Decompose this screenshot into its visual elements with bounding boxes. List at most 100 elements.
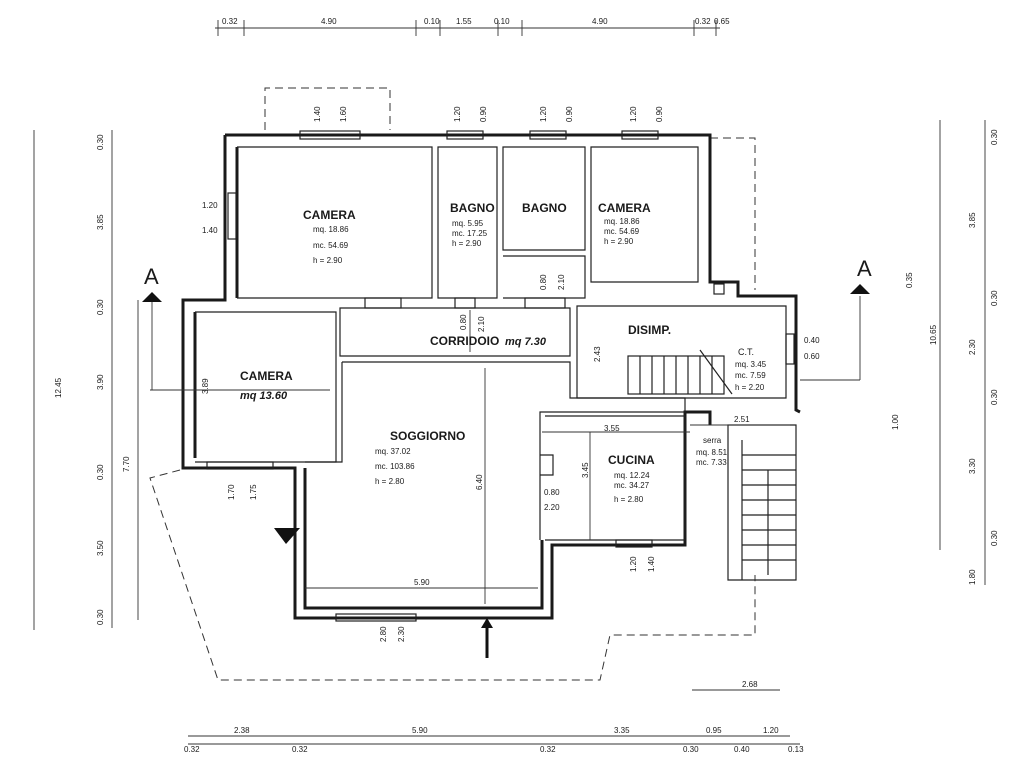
bottom-upper-dim-1: 2.38: [234, 726, 250, 735]
top-dim-3: 0.10: [424, 17, 440, 26]
room-ct-name: C.T.: [738, 347, 754, 357]
left-mid-dim-1: 7.70: [122, 456, 131, 472]
room-disimp-name: DISIMP.: [628, 323, 671, 337]
windows: [206, 130, 795, 622]
interior-dim-12: 1.70: [227, 484, 236, 500]
interior-dim-23: 1.00: [891, 414, 900, 430]
room-camera-1-area: mq. 18.86: [313, 225, 349, 234]
room-camera-1-name: CAMERA: [303, 208, 356, 222]
room-corridoio-name: CORRIDOIO: [430, 334, 499, 348]
interior-dim-13: 1.75: [249, 484, 258, 500]
room-camera-2-area: mq. 18.86: [604, 217, 640, 226]
interior-stairs: [627, 349, 733, 395]
window-dim-1: 1.40: [313, 106, 322, 122]
top-dim-6: 4.90: [592, 17, 608, 26]
terrace-outline-lower: [149, 469, 756, 681]
room-soggiorno-area: mq. 37.02: [375, 447, 411, 456]
room-cucina-area: mq. 12.24: [614, 471, 650, 480]
room-cucina-height: h = 2.80: [614, 495, 644, 504]
right-inner-dim-8: 1.80: [968, 569, 977, 585]
interior-dim-3: 0.80: [459, 314, 468, 330]
bottom-lower-dim-2: 0.32: [292, 745, 308, 754]
room-corridoio-area: mq 7.30: [505, 336, 547, 348]
section-marker-left: [142, 292, 162, 302]
top-dim-2: 4.90: [321, 17, 337, 26]
room-camera-1-height: h = 2.90: [313, 256, 343, 265]
room-cucina-volume: mc. 34.27: [614, 481, 650, 490]
interior-dim-5: 0.80: [539, 274, 548, 290]
interior-dim-17: 6.40: [475, 474, 484, 490]
bottom-lower-dim-3: 0.32: [540, 745, 556, 754]
room-serra-area: mq. 8.51: [696, 448, 728, 457]
right-inner-dim-3: 0.30: [990, 290, 999, 306]
exterior-stairs: [741, 440, 796, 580]
interior-dim-11: 3.89: [201, 378, 210, 394]
left-inner-dim-2: 3.85: [96, 214, 105, 230]
interior-dim-19: 2.20: [544, 503, 560, 512]
room-cucina-name: CUCINA: [608, 453, 655, 467]
window-dim-4: 0.90: [479, 106, 488, 122]
right-inner-dim-4: 2.30: [968, 339, 977, 355]
bottom-upper-dim-3: 3.35: [614, 726, 630, 735]
room-camera-3-area: mq 13.60: [240, 390, 288, 402]
interior-dim-2: 1.40: [202, 226, 218, 235]
interior-dim-21: 3.45: [581, 462, 590, 478]
interior-dim-6: 2.10: [557, 274, 566, 290]
right-inner-dim-7: 0.30: [990, 530, 999, 546]
room-ct-height: h = 2.20: [735, 383, 765, 392]
left-outer-dim-1: 12.45: [54, 377, 63, 398]
room-bagno-1-area: mq. 5.95: [452, 219, 484, 228]
bottom-lower-dim-6: 0.13: [788, 745, 804, 754]
left-inner-dim-1: 0.30: [96, 134, 105, 150]
room-soggiorno-height: h = 2.80: [375, 477, 405, 486]
left-inner-dim-7: 0.30: [96, 609, 105, 625]
room-camera-3-name: CAMERA: [240, 369, 293, 383]
left-inner-dim-5: 0.30: [96, 464, 105, 480]
bottom-upper-dim-2: 5.90: [412, 726, 428, 735]
bottom-upper-dim-5: 1.20: [763, 726, 779, 735]
internal-dimension-lines: [150, 296, 861, 691]
section-marker-right: [850, 284, 870, 294]
room-ct-volume: mc. 7.59: [735, 371, 766, 380]
interior-dim-1: 1.20: [202, 201, 218, 210]
window-dim-3: 1.20: [453, 106, 462, 122]
interior-dim-15: 2.80: [379, 626, 388, 642]
room-bagno-2-name: BAGNO: [522, 201, 567, 215]
section-marker-left-label: A: [144, 264, 159, 289]
outer-walls: [181, 133, 801, 620]
top-dim-5: 0.10: [494, 17, 510, 26]
bottom-lower-dim-4: 0.30: [683, 745, 699, 754]
window-dim-8: 0.90: [655, 106, 664, 122]
left-inner-dim-4: 3.90: [96, 374, 105, 390]
interior-dim-26: 2.68: [742, 680, 758, 689]
right-outer-dim-1: 10.65: [929, 324, 938, 345]
room-camera-2-volume: mc. 54.69: [604, 227, 640, 236]
bottom-upper-dim-4: 0.95: [706, 726, 722, 735]
top-dim-8: 0.65: [714, 17, 730, 26]
room-soggiorno-name: SOGGIORNO: [390, 429, 465, 443]
interior-walls: [195, 146, 797, 581]
room-serra-volume: mc. 7.33: [696, 458, 727, 467]
shaft-marker-icon: [274, 528, 300, 544]
interior-dim-14: 5.90: [414, 578, 430, 587]
room-ct-area: mq. 3.45: [735, 360, 767, 369]
room-bagno-1-height: h = 2.90: [452, 239, 482, 248]
room-camera-1-volume: mc. 54.69: [313, 241, 349, 250]
section-marker-right-label: A: [857, 256, 872, 281]
balcony-outline: [264, 87, 391, 130]
interior-dim-9: 0.60: [804, 352, 820, 361]
right-inner-dim-2: 3.85: [968, 212, 977, 228]
interior-dim-4: 2.10: [477, 316, 486, 332]
top-dimension-line: [215, 20, 720, 36]
window-dim-2: 1.60: [339, 106, 348, 122]
top-dim-4: 1.55: [456, 17, 472, 26]
interior-dim-22: 2.51: [734, 415, 750, 424]
interior-dim-10: 0.35: [905, 272, 914, 288]
right-inner-dim-6: 3.30: [968, 458, 977, 474]
bottom-lower-dim-5: 0.40: [734, 745, 750, 754]
interior-dim-24: 1.20: [629, 556, 638, 572]
window-dim-5: 1.20: [539, 106, 548, 122]
right-inner-dim-1: 0.30: [990, 129, 999, 145]
room-bagno-1-volume: mc. 17.25: [452, 229, 488, 238]
top-dim-7: 0.32: [695, 17, 711, 26]
